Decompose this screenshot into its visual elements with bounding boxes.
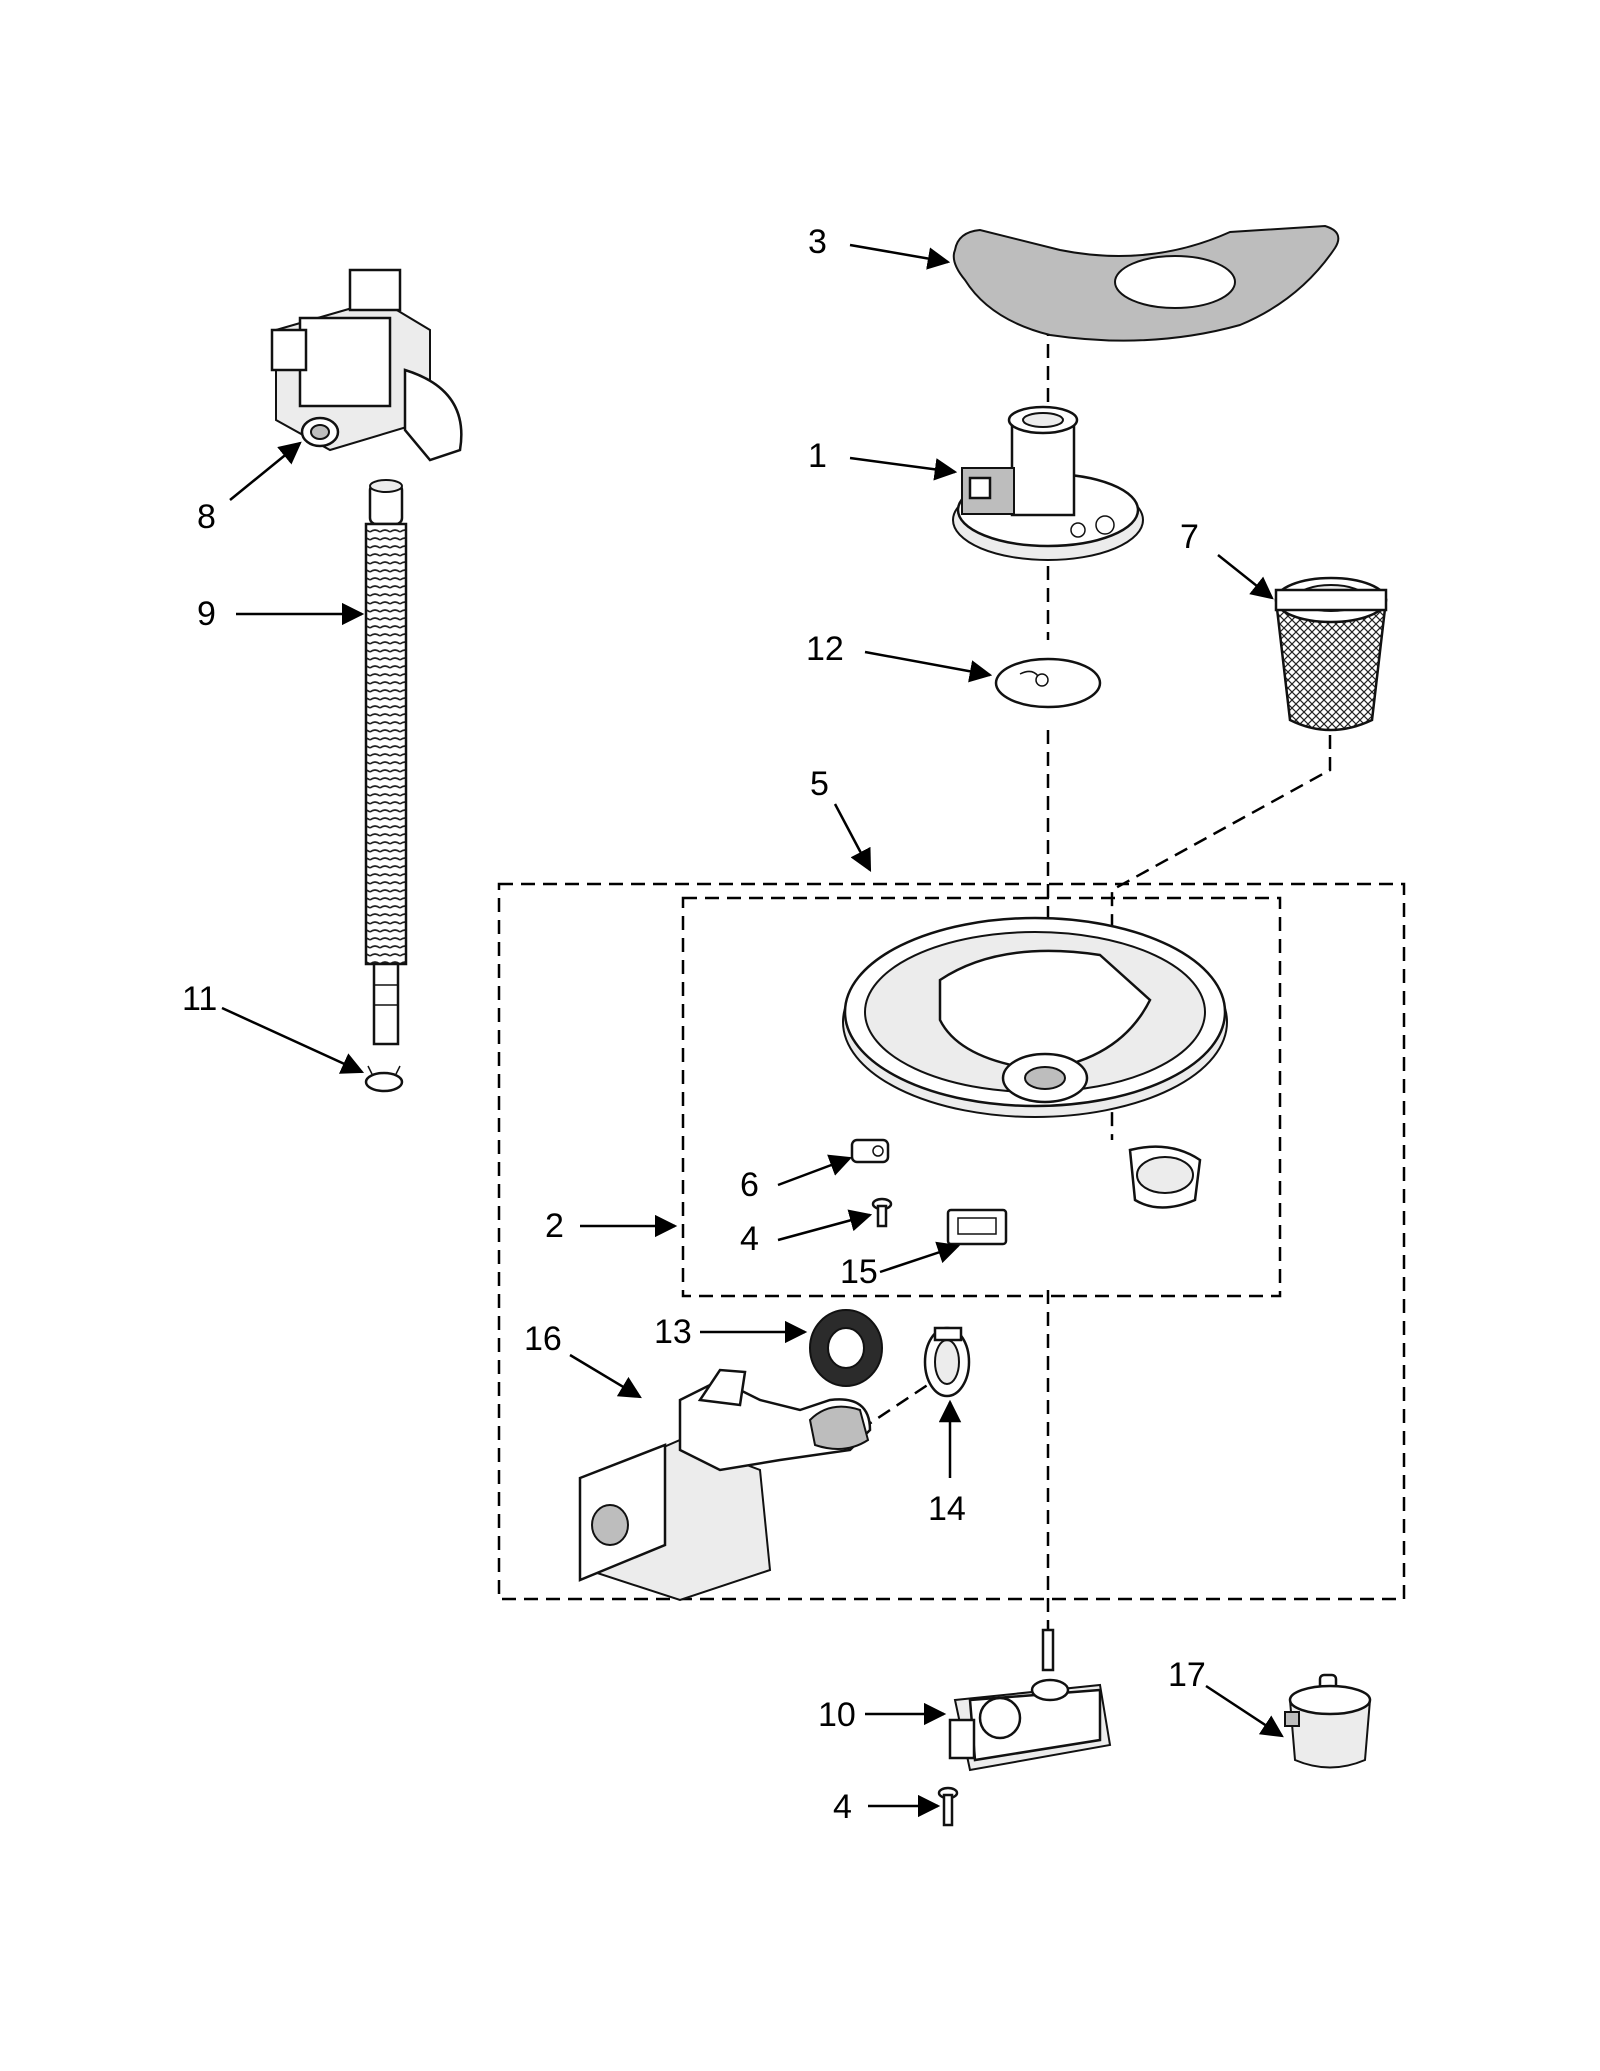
hose-clamp-part <box>364 1065 404 1093</box>
callout-13: 13 <box>654 1313 692 1351</box>
hose-alignment-line <box>859 1378 936 1432</box>
assembly-box-inner <box>681 896 1282 1298</box>
callout-10: 10 <box>818 1696 856 1734</box>
filter-housing-part <box>952 405 1144 561</box>
callout-6: 6 <box>740 1166 759 1204</box>
callout-16: 16 <box>524 1320 562 1358</box>
assembly-box-outer <box>497 882 1406 1601</box>
diverter-motor-part <box>948 1628 1112 1772</box>
callout-4-lower: 4 <box>833 1788 852 1826</box>
mesh-filter-part <box>1274 576 1388 732</box>
leader-lines <box>221 243 1284 1818</box>
screw-part-lower <box>937 1786 959 1827</box>
seal-ring-part <box>809 1309 883 1387</box>
callout-12: 12 <box>806 630 844 668</box>
callout-5: 5 <box>810 765 829 803</box>
callout-3: 3 <box>808 223 827 261</box>
callout-9: 9 <box>197 595 216 633</box>
circulation-pump-part <box>578 1368 872 1602</box>
drain-hose-part <box>364 479 408 1046</box>
sensor-part <box>1284 1673 1372 1769</box>
callout-8: 8 <box>197 498 216 536</box>
sump-housing-part <box>842 916 1228 1209</box>
seal-disc-part <box>994 657 1102 709</box>
callout-17: 17 <box>1168 1656 1206 1694</box>
bracket-part <box>850 1138 890 1164</box>
filter-shield-part <box>952 224 1340 342</box>
clamp-part <box>923 1326 971 1398</box>
callout-11: 11 <box>182 980 217 1018</box>
callout-2: 2 <box>545 1207 564 1245</box>
callout-4-upper: 4 <box>740 1220 759 1258</box>
callout-15: 15 <box>840 1253 878 1291</box>
callout-7: 7 <box>1180 518 1199 556</box>
drain-pump-part <box>270 268 463 462</box>
callout-14: 14 <box>928 1490 966 1528</box>
callout-1: 1 <box>808 437 827 475</box>
connector-part <box>946 1208 1008 1246</box>
screw-part-upper <box>871 1197 893 1228</box>
